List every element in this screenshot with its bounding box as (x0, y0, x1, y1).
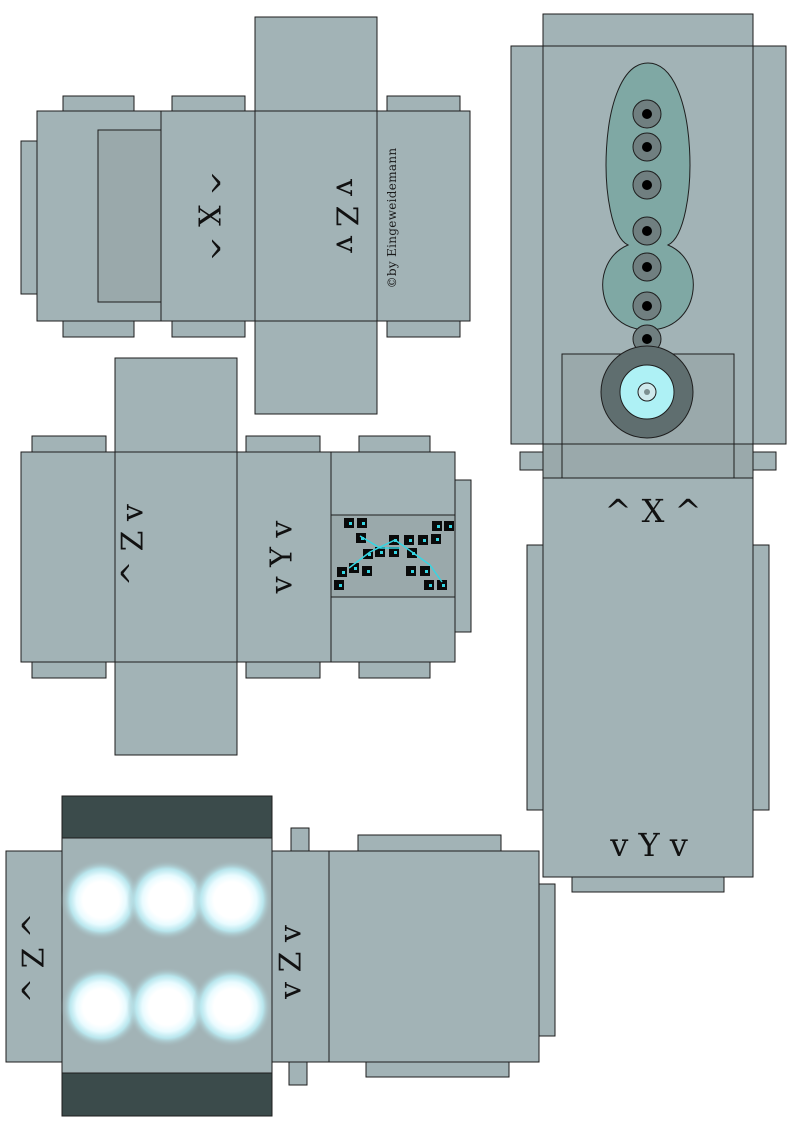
p4-x-label: ^ X ^ (605, 492, 702, 530)
grille-dot (367, 570, 370, 573)
p2-tab (358, 661, 431, 679)
grille-dot (342, 571, 345, 574)
p2-top-flap (114, 357, 238, 453)
grille-dot (361, 537, 364, 540)
p2-face-y (236, 451, 332, 663)
p1-tab (171, 320, 246, 338)
p3-z-left-label: ^ Z ^ (17, 913, 52, 1003)
p2-bottom-flap (114, 661, 238, 756)
p1-tab (386, 320, 461, 338)
grille-dot (425, 570, 428, 573)
light-icon (127, 967, 207, 1047)
p1-bottom-flap (254, 320, 378, 415)
speaker-dot (632, 291, 662, 321)
p3-z-right-label: v Z v (274, 925, 309, 1000)
grille-dot (349, 522, 352, 525)
p1-z-label: v Z v (329, 178, 364, 253)
grille-dot (380, 551, 383, 554)
p3-small-tab (288, 1061, 308, 1086)
light-icon (127, 860, 207, 940)
p3-end-panel (5, 850, 63, 1063)
p4-left-long-tab (526, 544, 544, 811)
grille-dot (449, 525, 452, 528)
grille-dot (409, 539, 412, 542)
light-icon (61, 967, 141, 1047)
p4-y-label: v Y v (609, 826, 688, 864)
p3-dark-flap-top (61, 795, 273, 839)
p3-tab (357, 834, 502, 852)
p3-tab (365, 1061, 510, 1078)
p1-tab (62, 95, 135, 113)
p2-y-label: v Y v (265, 521, 300, 595)
grille-dot (429, 584, 432, 587)
p4-ear (752, 451, 777, 471)
speaker-dot (632, 252, 662, 282)
p1-window (97, 129, 162, 303)
labels: ^ X ^ v Z v ©by Eingeweidemann ^ Z v v Y… (17, 148, 702, 1003)
p3-side-tab (538, 883, 556, 1037)
speaker-dot (632, 99, 662, 129)
p2-tab (245, 661, 321, 679)
p1-top-flap (254, 16, 378, 112)
p1-face-credit (376, 110, 471, 322)
p3-lights (61, 860, 272, 1047)
grille-dot (362, 522, 365, 525)
p2-face-z (114, 451, 238, 663)
p1-face-x (160, 110, 256, 322)
p1-face-z (254, 110, 378, 322)
p1-side-tab (20, 140, 39, 295)
speaker-dot (632, 324, 662, 354)
light-icon (192, 967, 272, 1047)
grille-dot (442, 584, 445, 587)
p3-small-tab (290, 827, 310, 852)
grille-dot (368, 553, 371, 556)
p2-tab (31, 661, 107, 679)
p2-tab (245, 435, 321, 453)
grille-line (359, 535, 400, 549)
p4-speaker-cone (600, 345, 694, 439)
speaker-dot (632, 170, 662, 200)
p2-z-label: ^ Z v (116, 504, 151, 586)
grille-line (348, 539, 443, 583)
p3-dark-flap-bottom (61, 1072, 273, 1117)
speaker-dot (632, 216, 662, 246)
grille-dot (394, 551, 397, 554)
piece-1 (20, 16, 471, 415)
light-icon (192, 860, 272, 940)
grille-dot (423, 539, 426, 542)
piece-2 (20, 357, 472, 756)
p2-side-tab (454, 479, 472, 633)
p3-face-z (271, 850, 330, 1063)
grille-dot (437, 525, 440, 528)
grille-dot (411, 570, 414, 573)
p4-speaker-dots (632, 99, 662, 354)
p2-tab (31, 435, 107, 453)
p1-tab (386, 95, 461, 113)
p2-end-panel (20, 451, 116, 663)
p1-tab (171, 95, 246, 113)
p3-back-panel (328, 850, 540, 1063)
p1-tab (62, 320, 135, 338)
speaker-dot (632, 132, 662, 162)
p2-grille-pattern (334, 518, 454, 590)
grille-dot (354, 567, 357, 570)
p1-x-label: ^ X ^ (191, 171, 226, 262)
p4-connector (542, 443, 754, 479)
credit-text: ©by Eingeweidemann (385, 148, 399, 289)
p4-top-tab (542, 13, 754, 47)
p4-left-wing (510, 45, 544, 445)
light-icon (61, 860, 141, 940)
p4-right-wing (752, 45, 787, 445)
p4-bottom-tab (571, 876, 725, 893)
grille-dot (436, 538, 439, 541)
grille-dot (339, 584, 342, 587)
p4-bottom-panel (542, 477, 754, 878)
p4-ear (519, 451, 544, 471)
p2-tab (358, 435, 431, 453)
p4-right-long-tab (752, 544, 770, 811)
